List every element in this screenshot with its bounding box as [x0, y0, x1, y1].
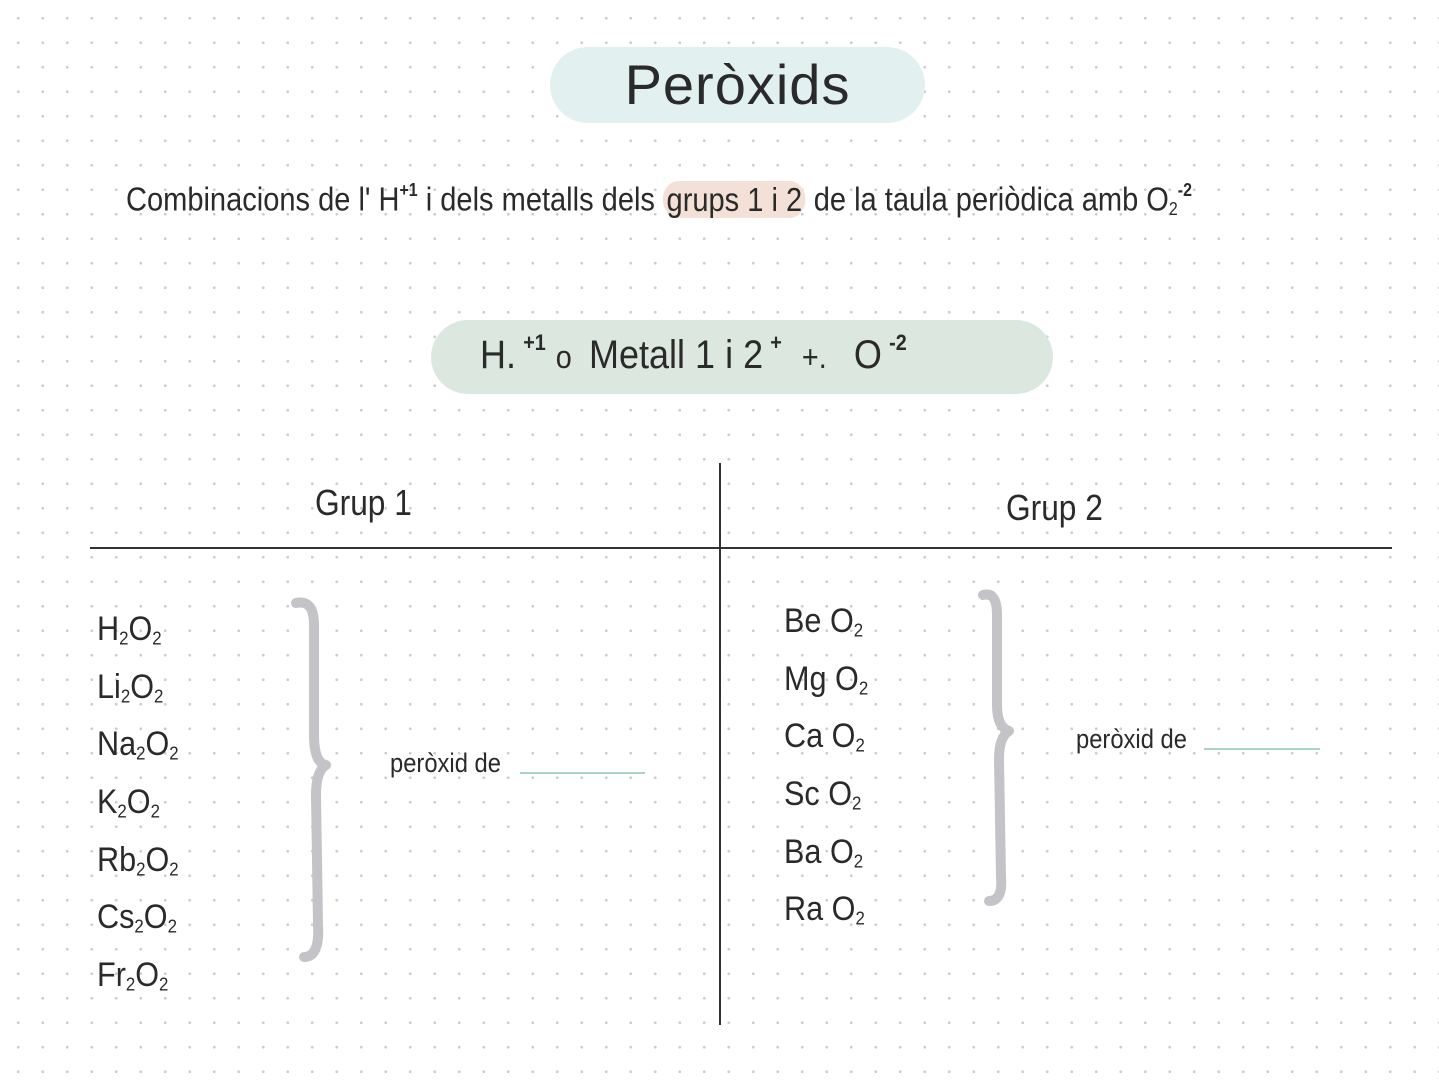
compound-sub: 2 [125, 973, 136, 995]
compound-o: O [126, 783, 151, 822]
formula-or: o [555, 338, 572, 375]
formula-o-charge: -2 [889, 330, 907, 355]
compound-sub: 2 [852, 792, 862, 814]
compound-sub: 2 [169, 743, 179, 765]
group2-peroxide-label: peròxid de [1076, 724, 1187, 754]
compound-metal: Sc [784, 775, 820, 814]
compound-sub: 2 [134, 916, 144, 938]
compound-o: O [831, 717, 856, 756]
compound: Ba O2 [784, 828, 868, 886]
compound-o: O [835, 659, 859, 698]
o-charge: -2 [1177, 180, 1192, 200]
title-pill [550, 47, 925, 123]
compound-sub: 2 [853, 850, 864, 872]
compound-sub: 2 [167, 916, 177, 938]
compound-metal: Mg [784, 659, 827, 698]
group1-blank-line [520, 772, 645, 774]
group2-blank-line [1204, 748, 1320, 750]
compound-sub: 2 [858, 677, 869, 699]
compound-o: O [828, 775, 853, 814]
group1-header: Grup 1 [315, 482, 412, 523]
general-formula: H. +1 o Metall 1 i 2+ +. O -2 [480, 330, 907, 378]
compound-metal: K [97, 783, 118, 822]
h-charge: +1 [399, 180, 418, 200]
compound-metal: Rb [97, 840, 137, 879]
compound-sub: 2 [169, 858, 179, 880]
group2-compound-list: Be O2 Mg O2 Ca O2 Sc O2 Ba O2 Ra O2 [784, 597, 868, 943]
compound: K2O2 [97, 778, 179, 836]
group1-compound-list: H2O2 Li2O2 Na2O2 K2O2 Rb2O2 Cs2O2 Fr2O2 [97, 605, 179, 1009]
compound-metal: Ca [784, 717, 824, 756]
group1-brace-icon [291, 597, 331, 962]
compound-o: O [829, 602, 854, 640]
compound-metal: Li [97, 667, 121, 706]
group2-brace-icon [978, 589, 1014, 906]
compound-sub: 2 [153, 685, 164, 707]
compound-sub: 2 [152, 627, 162, 649]
compound-metal: Ba [784, 832, 822, 871]
compound-sub: 2 [136, 858, 146, 880]
compound-sub: 2 [855, 908, 865, 930]
compound: Sc O2 [784, 770, 868, 828]
page-title: Peròxids [624, 53, 851, 116]
compound: Ca O2 [784, 712, 868, 770]
formula-metal-charge: + [770, 330, 782, 355]
compound-metal: Ra [784, 890, 824, 929]
group2-header: Grup 2 [1006, 487, 1103, 528]
compound-o: O [831, 890, 856, 929]
table-vertical-divider [719, 463, 721, 1025]
compound-o: O [145, 840, 170, 879]
compound-sub: 2 [136, 743, 146, 765]
highlighted-text: grups 1 i 2 [663, 180, 806, 218]
compound-metal: Na [97, 725, 137, 764]
formula-metal: Metall 1 i 2 [589, 332, 764, 377]
compound: Be O2 [784, 597, 868, 655]
formula-o: O [853, 332, 882, 377]
compound-sub: 2 [150, 800, 160, 822]
compound-metal: H [97, 610, 120, 648]
compound-sub: 2 [119, 627, 129, 649]
subtitle-text: de la taula periòdica amb O [805, 180, 1169, 218]
compound-sub: 2 [853, 619, 864, 641]
compound-sub: 2 [120, 685, 131, 707]
compound: Li2O2 [97, 663, 179, 721]
subtitle: Combinacions de l' H+1 i dels metalls de… [126, 180, 1192, 220]
compound-o: O [130, 667, 154, 706]
compound: Rb2O2 [97, 836, 179, 894]
o-subscript: 2 [1168, 199, 1178, 220]
compound-metal: Be [784, 602, 822, 640]
compound: H2O2 [97, 605, 179, 663]
compound-o: O [143, 898, 168, 937]
compound-o: O [128, 610, 153, 648]
formula-h-charge: +1 [523, 330, 546, 355]
compound: Mg O2 [784, 655, 868, 713]
compound-o: O [829, 832, 854, 871]
formula-pill [431, 320, 1053, 394]
subtitle-text: Combinacions de l' H [126, 180, 400, 218]
subtitle-text: i dels metalls dels [417, 180, 664, 218]
compound-sub: 2 [159, 973, 169, 995]
compound-sub: 2 [117, 800, 127, 822]
compound-o: O [145, 725, 170, 764]
group1-peroxide-label: peròxid de [390, 748, 501, 778]
compound-sub: 2 [855, 735, 865, 757]
formula-h: H. [480, 332, 516, 377]
compound-metal: Cs [97, 898, 135, 937]
formula-plus: +. [801, 338, 827, 375]
table-horizontal-divider [90, 547, 1392, 549]
compound-o: O [135, 956, 160, 995]
compound: Cs2O2 [97, 893, 179, 951]
compound: Fr2O2 [97, 951, 179, 1009]
compound-metal: Fr [97, 956, 126, 995]
compound: Ra O2 [784, 885, 868, 943]
compound: Na2O2 [97, 720, 179, 778]
